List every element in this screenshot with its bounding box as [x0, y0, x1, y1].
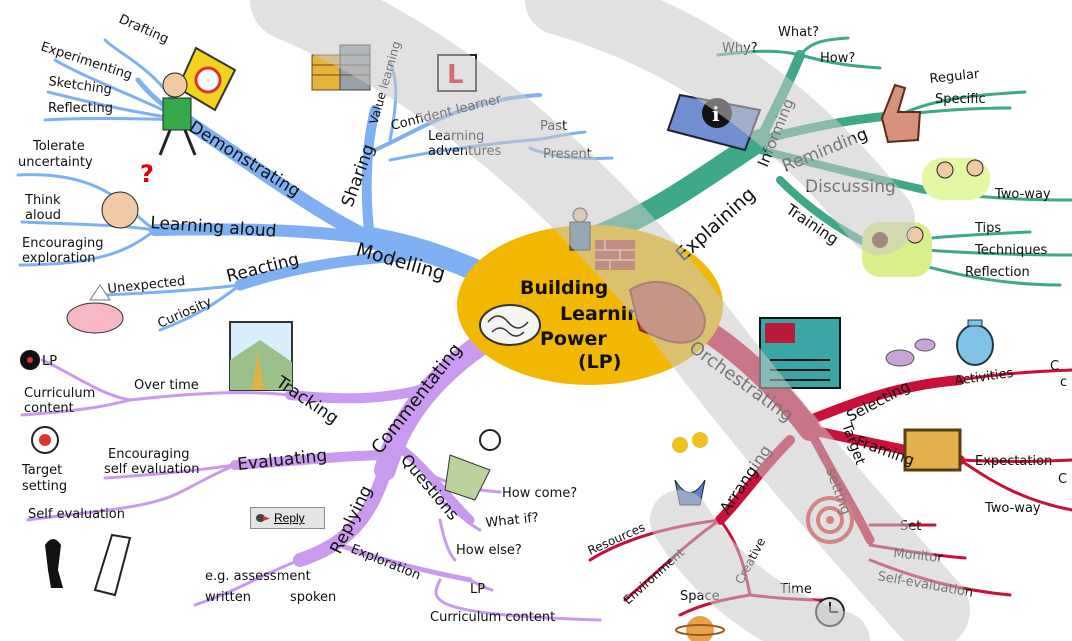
- handshake-icon: [922, 158, 990, 200]
- svg-text:Tolerate: Tolerate: [32, 139, 85, 154]
- svg-text:c: c: [1060, 375, 1067, 390]
- svg-text:Expectation: Expectation: [975, 454, 1052, 469]
- framing-picture-icon: [903, 428, 962, 472]
- svg-text:Curriculum: Curriculum: [24, 386, 95, 401]
- svg-text:Regular: Regular: [929, 67, 981, 87]
- svg-text:Curiosity: Curiosity: [156, 294, 215, 331]
- svg-text:Self evaluation: Self evaluation: [28, 507, 125, 522]
- svg-text:spoken: spoken: [290, 590, 336, 605]
- reply-button-label: Reply: [274, 511, 305, 525]
- svg-text:Two-way: Two-way: [994, 187, 1051, 202]
- svg-text:Building: Building: [520, 277, 608, 299]
- svg-text:Activities: Activities: [953, 366, 1014, 389]
- svg-text:Power: Power: [540, 328, 607, 350]
- svg-text:Tips: Tips: [974, 221, 1001, 236]
- svg-text:written: written: [205, 590, 251, 605]
- reply-icon: [256, 512, 270, 524]
- svg-text:Learning aloud: Learning aloud: [150, 213, 277, 242]
- svg-text:Two-way: Two-way: [984, 501, 1041, 516]
- svg-text:What if?: What if?: [485, 510, 540, 530]
- svg-text:exploration: exploration: [22, 251, 96, 266]
- inspector-icon: [444, 429, 501, 501]
- mirror-icon: [45, 533, 132, 597]
- target-archer-icon: [31, 426, 59, 454]
- path-picture-icon: [229, 321, 293, 391]
- svg-text:Evaluating: Evaluating: [236, 446, 328, 475]
- svg-text:What?: What?: [778, 25, 819, 40]
- svg-text:Techniques: Techniques: [974, 243, 1047, 258]
- flying-pig-icon: [66, 284, 124, 334]
- question-face-icon: ?: [101, 160, 154, 229]
- svg-text:Over time: Over time: [134, 378, 199, 393]
- pointing-hand-icon: [880, 83, 922, 144]
- svg-text:Encouraging: Encouraging: [108, 447, 189, 462]
- svg-text:content: content: [24, 401, 74, 416]
- svg-text:Think: Think: [24, 193, 61, 208]
- svg-text:e.g. assessment: e.g. assessment: [205, 569, 311, 584]
- svg-text:aloud: aloud: [25, 208, 61, 223]
- svg-text:self evaluation: self evaluation: [104, 462, 199, 477]
- svg-text:Drafting: Drafting: [116, 12, 170, 47]
- svg-text:Reflection: Reflection: [965, 265, 1030, 280]
- svg-text:i: i: [712, 102, 720, 126]
- svg-text:How?: How?: [820, 51, 855, 66]
- svg-text:Exploration: Exploration: [349, 542, 423, 584]
- record-icon: [20, 350, 40, 370]
- svg-text:Curriculum content: Curriculum content: [430, 610, 555, 625]
- reply-button[interactable]: Reply: [250, 507, 325, 529]
- svg-text:Specific: Specific: [935, 92, 986, 107]
- teapot-icon: [956, 319, 994, 366]
- svg-text:C: C: [1050, 359, 1059, 374]
- svg-text:LP: LP: [470, 582, 485, 597]
- svg-text:Demonstrating: Demonstrating: [185, 117, 303, 201]
- watermark: [250, 0, 970, 641]
- svg-text:C: C: [1058, 472, 1067, 487]
- svg-text:How come?: How come?: [502, 486, 577, 501]
- svg-text:?: ?: [140, 160, 154, 188]
- commentating-branch: [20, 334, 602, 622]
- planet-icon: [675, 616, 725, 641]
- svg-text:LP: LP: [42, 354, 57, 369]
- svg-text:(LP): (LP): [578, 351, 621, 373]
- svg-text:Encouraging: Encouraging: [22, 236, 103, 251]
- svg-text:How else?: How else?: [456, 543, 522, 558]
- svg-text:Target: Target: [21, 463, 62, 478]
- svg-text:Reflecting: Reflecting: [48, 101, 113, 116]
- sweets-icon: [885, 338, 936, 367]
- svg-text:uncertainty: uncertainty: [18, 155, 93, 170]
- thinker-icon: [158, 46, 237, 156]
- svg-text:Sharing: Sharing: [338, 142, 379, 210]
- brain-icon: [479, 304, 541, 346]
- svg-text:setting: setting: [22, 479, 67, 494]
